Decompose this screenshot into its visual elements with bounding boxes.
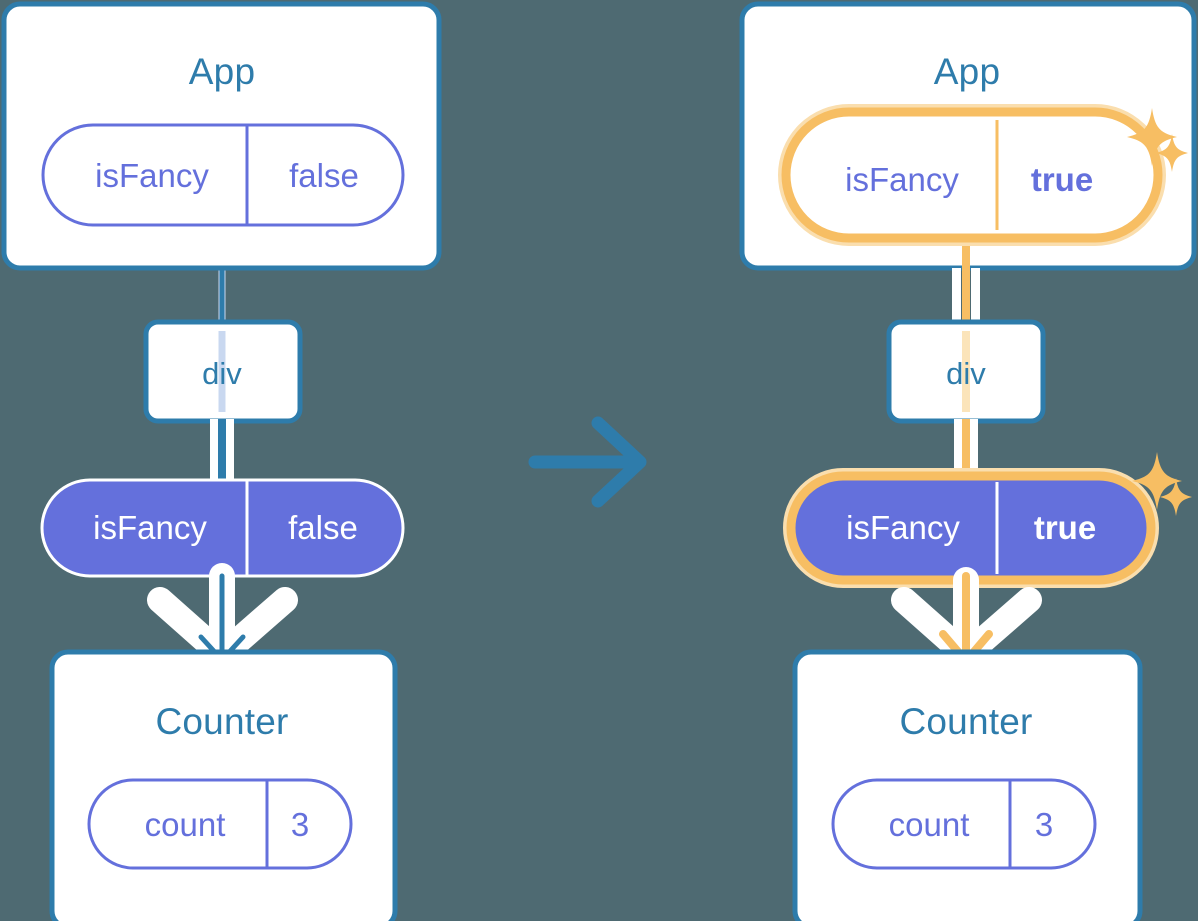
app-prop-pill-ring-after (781, 107, 1163, 243)
connector-outline-left-after (952, 268, 961, 324)
transition-arrow-right-icon (528, 416, 647, 508)
app-prop-pill-before (41, 123, 405, 227)
counter-prop-pill-after (831, 778, 1097, 870)
connector-outline-right-after (971, 268, 980, 324)
sparkle-icon-pill-large (1132, 452, 1182, 510)
panel-after (739, 1, 1197, 921)
sparkle-icon-pill-small (1160, 478, 1192, 516)
counter-prop-pill-before (87, 778, 353, 870)
flow-arrow-before (198, 573, 246, 663)
flow-arrow-after (939, 572, 993, 665)
sparkle-icon-app-large (1127, 108, 1177, 166)
prop-pill-ring-after (786, 471, 1156, 585)
prop-pill-before (40, 478, 405, 578)
sparkle-icon-app-small (1156, 134, 1188, 172)
panel-before (1, 1, 442, 921)
